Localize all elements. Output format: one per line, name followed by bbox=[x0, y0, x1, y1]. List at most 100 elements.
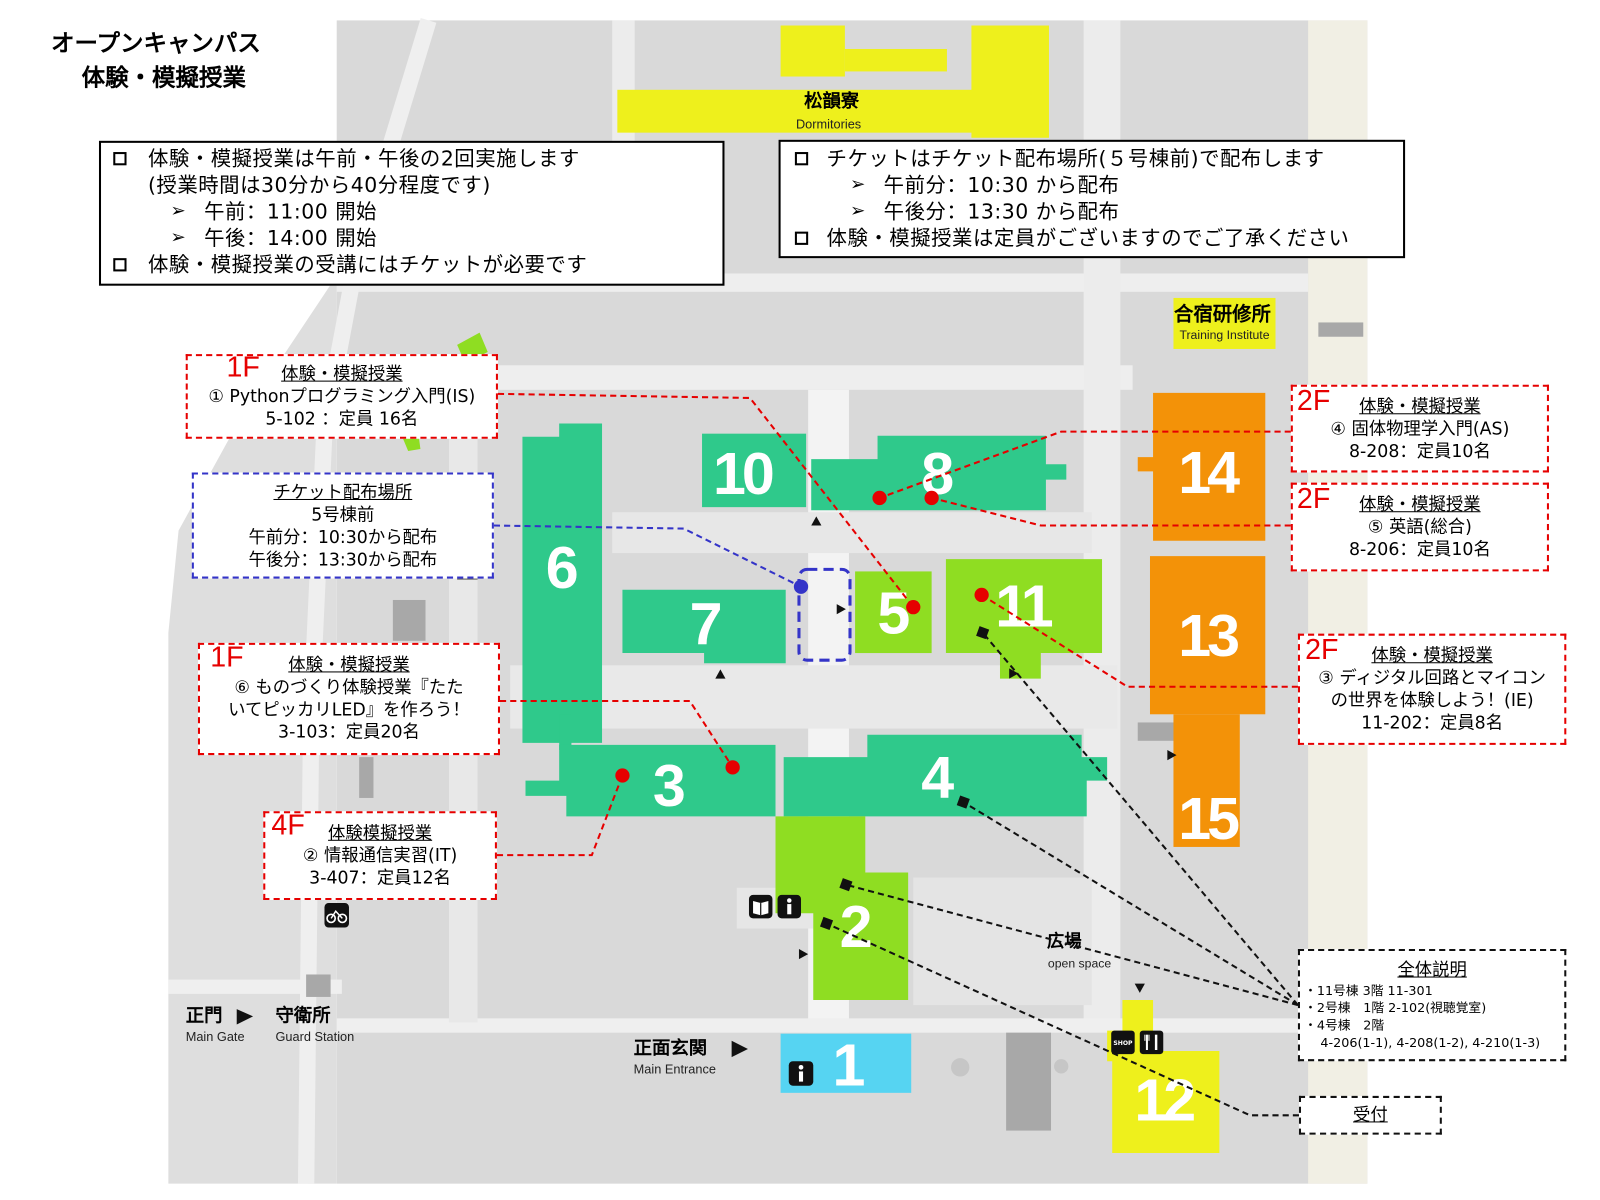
building-7: 7 bbox=[622, 589, 786, 664]
session-title: ⑤ 英語(総合) bbox=[1367, 517, 1472, 538]
checkbox-square-icon bbox=[794, 231, 809, 245]
session-box-digital-circuit: 2F 体験・模擬授業 ③ ディジタル回路とマイコン の世界を体験しよう！(IE)… bbox=[1297, 633, 1567, 745]
minor-structures bbox=[306, 322, 1364, 1131]
session-heading: 体験・模擬授業 bbox=[1359, 494, 1481, 516]
ticket-location-box: チケット配布場所 5号棟前 午前分：10:30から配布 午後分：13:30から配… bbox=[191, 472, 494, 579]
blue-dot-marker bbox=[793, 579, 809, 594]
session-title: ① Pythonプログラミング入門(IS) bbox=[208, 386, 476, 408]
red-dot-marker bbox=[974, 587, 989, 603]
connector-reception bbox=[826, 922, 1299, 1117]
building-number: 15 bbox=[1178, 785, 1239, 852]
notice-box-schedule: 体験・模擬授業は午前・午後の2回実施します (授業時間は30分から40分程度です… bbox=[98, 140, 725, 286]
notice-box-ticket: チケットはチケット配布場所(５号棟前)で配布します 午前分：10:30 から配布… bbox=[778, 139, 1406, 259]
session-room-capacity: 3-407：定員12名 bbox=[309, 868, 452, 889]
connector-general-11 bbox=[981, 631, 1299, 1006]
building-4: 4 bbox=[783, 734, 1108, 817]
connector-ticket bbox=[493, 524, 802, 588]
main-gate-label-en: Main Gate bbox=[185, 1029, 245, 1044]
red-dot-marker bbox=[906, 599, 921, 615]
connector-english bbox=[931, 496, 1291, 527]
building-number: 11 bbox=[995, 573, 1053, 640]
session-box-led: 1F 体験・模擬授業 ⑥ ものづくり体験授業『たた いてピッカリLED』を作ろう… bbox=[197, 640, 500, 756]
training-institute-label: 合宿研修所 bbox=[1173, 303, 1271, 326]
building-1: 1 bbox=[780, 1032, 912, 1099]
red-dot-marker bbox=[924, 490, 939, 506]
general-item: ・2号棟 1階 2-102(視聴覚室) bbox=[1304, 999, 1487, 1016]
session-heading: 体験・模擬授業 bbox=[281, 364, 403, 385]
session-title: の世界を体験しよう！(IE) bbox=[1330, 690, 1534, 712]
shop-icon: SHOP bbox=[1111, 1030, 1135, 1055]
building-number: 12 bbox=[1134, 1066, 1194, 1133]
session-heading: 体験・模擬授業 bbox=[288, 655, 410, 676]
floor-label: 1F bbox=[210, 640, 244, 673]
floor-label: 2F bbox=[1305, 633, 1339, 666]
shop-icon-text: SHOP bbox=[1113, 1040, 1133, 1047]
reception-label: 受付 bbox=[1353, 1105, 1388, 1126]
general-item: ・11号棟 3階 11-301 bbox=[1304, 982, 1433, 998]
triangle-arrow-icon bbox=[715, 516, 1177, 993]
guard-station-label-en: Guard Station bbox=[275, 1029, 355, 1044]
info-icon bbox=[777, 894, 802, 919]
floor-label: 2F bbox=[1296, 384, 1331, 417]
main-gate-arrow-icon bbox=[236, 1009, 254, 1025]
notice-item: 体験・模擬授業の受講にはチケットが必要です bbox=[147, 252, 588, 277]
dormitory-label: 松韻寮 bbox=[804, 90, 860, 113]
floor-label: 1F bbox=[226, 351, 260, 383]
general-explanation-box: 全体説明 ・11号棟 3階 11-301 ・2号棟 1階 2-102(視聴覚室)… bbox=[1297, 948, 1567, 1062]
ticket-area-outline bbox=[797, 567, 852, 662]
session-title: ④ 固体物理学入門(AS) bbox=[1330, 419, 1510, 440]
session-heading: 体験模擬授業 bbox=[328, 823, 433, 844]
notice-item: 体験・模擬授業は定員がございますのでご了承ください bbox=[826, 225, 1350, 250]
general-item: 4-206(1-1), 4-208(1-2), 4-210(1-3) bbox=[1320, 1034, 1541, 1050]
notice-am-distribution: 午前分：10:30 から配布 bbox=[883, 172, 1120, 197]
checkbox-square-icon bbox=[113, 258, 127, 272]
session-title: いてピッカリLED』を作ろう！ bbox=[228, 699, 470, 721]
plaza-label-en: open space bbox=[1047, 956, 1112, 971]
ticket-pm: 午後分：13:30から配布 bbox=[248, 549, 438, 571]
notice-item: 体験・模擬授業は午前・午後の2回実施します bbox=[147, 145, 580, 171]
session-room-capacity: 8-206：定員10名 bbox=[1348, 539, 1491, 561]
dormitory-building bbox=[617, 25, 1049, 138]
reception-box: 受付 bbox=[1298, 1095, 1442, 1135]
connector-python bbox=[497, 392, 915, 608]
building-15: 15 bbox=[1173, 714, 1243, 852]
notice-note: (授業時間は30分から40分程度です) bbox=[147, 172, 491, 197]
checkbox-square-icon bbox=[794, 152, 809, 166]
info-icon bbox=[788, 1061, 814, 1086]
building-13: 13 bbox=[1149, 556, 1266, 715]
notice-pm-start: 午後：14:00 開始 bbox=[204, 225, 378, 250]
session-heading: 体験・模擬授業 bbox=[1371, 645, 1493, 667]
building-6: 6 bbox=[522, 423, 603, 750]
main-entrance-label-en: Main Entrance bbox=[633, 1062, 716, 1077]
session-title: ② 情報通信実習(IT) bbox=[302, 845, 458, 867]
notice-item: チケットはチケット配布場所(５号棟前)で配布します bbox=[826, 145, 1325, 171]
connector-general-4 bbox=[962, 801, 1299, 1006]
connector-general-2 bbox=[845, 883, 1299, 1007]
session-title: ⑥ ものづくり体験授業『たた bbox=[234, 677, 464, 698]
building-5: 5 bbox=[855, 571, 932, 654]
building-number: 10 bbox=[713, 440, 773, 507]
session-room-capacity: 5-102 ：定員 16名 bbox=[265, 409, 419, 430]
general-heading: 全体説明 bbox=[1397, 960, 1467, 981]
session-room-capacity: 8-208：定員10名 bbox=[1348, 441, 1491, 463]
floor-label: 4F bbox=[271, 809, 305, 841]
red-dot-marker bbox=[615, 768, 630, 783]
session-box-it: 4F 体験模擬授業 ② 情報通信実習(IT) 3-407：定員12名 bbox=[263, 811, 497, 900]
session-box-english: 2F 体験・模擬授業 ⑤ 英語(総合) 8-206：定員10名 bbox=[1290, 482, 1549, 572]
floor-label: 2F bbox=[1296, 482, 1331, 515]
guard-station-label: 守衛所 bbox=[275, 1005, 331, 1027]
general-item: ・4号棟 2階 bbox=[1304, 1017, 1385, 1033]
connector-solid-state bbox=[879, 430, 1291, 499]
notice-am-start: 午前：11:00 開始 bbox=[204, 198, 378, 224]
building-8: 8 bbox=[811, 435, 1067, 511]
restaurant-icon bbox=[1139, 1030, 1164, 1055]
session-box-python: 1F 体験・模擬授業 ① Pythonプログラミング入門(IS) 5-102 ：… bbox=[185, 351, 498, 439]
plaza-label: 広場 bbox=[1046, 931, 1082, 953]
black-square-marker bbox=[956, 795, 970, 809]
building-number: 14 bbox=[1178, 439, 1240, 506]
bicycle-parking-icon bbox=[324, 903, 349, 928]
black-square-marker bbox=[976, 626, 990, 640]
connector-it bbox=[496, 775, 624, 857]
